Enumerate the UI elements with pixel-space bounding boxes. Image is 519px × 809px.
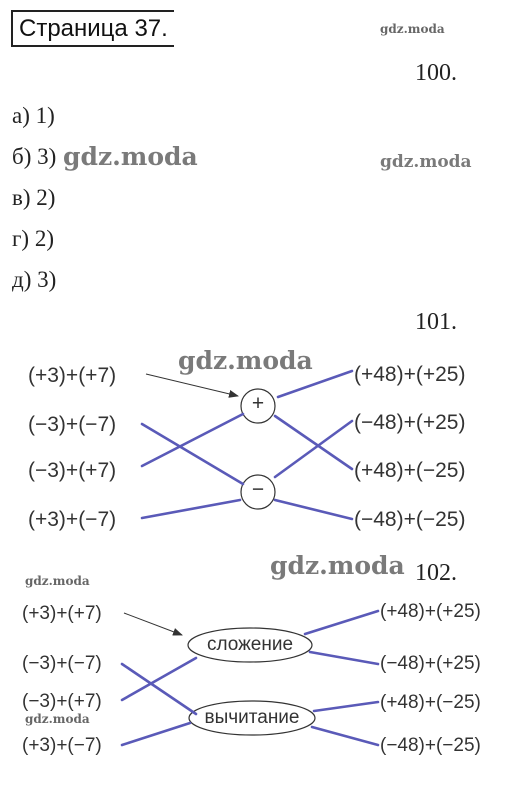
left-expression: (+3)+(−7) [28,508,117,531]
right-expression: (+48)+(−25) [380,692,481,713]
page-title: Страница 37. [11,10,174,47]
addition-label: сложение [206,634,294,655]
link-line [273,498,354,521]
answer-v: в) 2) [12,185,56,210]
watermark: gdz.moda [380,152,472,172]
right-expression: (+48)+(+25) [354,363,466,386]
addition-ellipse [187,627,313,663]
right-expression: (+48)+(−25) [354,459,466,482]
plus-circle [240,388,276,424]
minus-circle [240,474,276,510]
link-line [303,609,380,636]
arrow-line [123,612,183,636]
subtraction-ellipse [188,700,316,736]
link-line [120,721,192,747]
watermark: gdz.moda [25,712,90,726]
task-101-number: 101. [415,309,457,335]
watermark: gdz.moda [380,22,445,36]
minus-symbol: − [251,478,265,501]
link-line [273,419,354,479]
link-line [308,650,380,666]
answer-a: а) 1) [12,103,55,128]
answer-d: д) 3) [12,267,57,292]
right-expression: (−48)+(−25) [380,735,481,756]
plus-symbol: + [251,392,265,415]
link-line [310,725,380,747]
task-100-number: 100. [415,60,457,86]
link-line [312,700,380,713]
right-expression: (−48)+(+25) [380,653,481,674]
link-line [140,412,245,468]
left-expression: (−3)+(−7) [22,653,102,674]
arrow-line [145,373,239,398]
link-line [140,498,242,520]
watermark: gdz.moda [178,346,313,375]
link-line [276,369,354,399]
watermark: gdz.moda [270,551,405,580]
link-line [120,662,198,716]
link-line [273,414,354,471]
left-expression: (+3)+(−7) [22,735,102,756]
link-line [140,422,245,486]
subtraction-label: вычитание [204,707,300,728]
answer-g: г) 2) [12,226,55,251]
left-expression: (+3)+(+7) [28,364,117,387]
right-expression: (−48)+(+25) [354,411,466,434]
left-expression: (+3)+(+7) [22,603,102,624]
right-expression: (+48)+(+25) [380,601,481,622]
right-expression: (−48)+(−25) [354,508,466,531]
left-expression: (−3)+(+7) [22,691,102,712]
left-expression: (−3)+(−7) [28,413,117,436]
left-expression: (−3)+(+7) [28,459,117,482]
link-line [120,656,198,702]
watermark: gdz.moda [25,574,90,588]
task-102-number: 102. [415,560,457,586]
answer-b: б) 3) [12,144,57,169]
watermark: gdz.moda [63,142,198,171]
